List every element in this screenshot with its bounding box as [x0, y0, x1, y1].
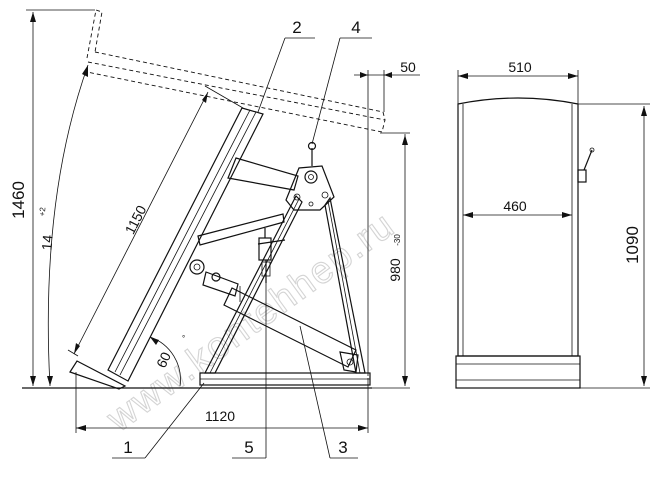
dimension-hinge-height-tolerance: -30 — [393, 234, 402, 246]
watermark-text: www.kontehhep.ru — [99, 204, 403, 441]
hydraulic-cylinder — [189, 259, 359, 373]
dimension-hinge-height: 980 -30 — [372, 132, 410, 389]
leader-item-5: 5 — [232, 283, 267, 459]
dimension-overall-height-label: 1460 — [9, 181, 28, 219]
dimension-side-height: 1090 — [578, 103, 650, 389]
dimension-hinge-height-label: 980 — [387, 258, 403, 282]
label-item-4: 4 — [351, 18, 360, 37]
dimension-tilt-angle-tolerance: +2 — [38, 206, 48, 216]
dimension-tilt-angle-label: 14 — [38, 234, 55, 251]
watermark: www.kontehhep.ru — [98, 203, 403, 441]
hand-pump — [257, 228, 286, 283]
dimension-overall-height: 1460 — [9, 9, 95, 386]
hinge-plate — [285, 165, 335, 211]
leader-item-1: 1 — [112, 382, 205, 459]
label-item-1: 1 — [123, 438, 132, 457]
dimension-bed-length: 1150 — [67, 85, 244, 357]
dimension-base-angle-label: 60 — [153, 349, 174, 370]
leader-item-3: 3 — [299, 325, 358, 459]
dimension-overhang-label: 50 — [400, 59, 416, 75]
raised-position-outline — [86, 9, 386, 133]
dimension-tilt-angle: 14 +2 — [38, 64, 89, 387]
dimension-bed-length-label: 1150 — [122, 202, 150, 236]
label-item-2: 2 — [292, 18, 301, 37]
label-item-3: 3 — [338, 438, 347, 457]
dimension-side-height-label: 1090 — [623, 226, 642, 264]
dimension-side-width-inner: 460 — [463, 198, 572, 218]
svg-text:°: ° — [182, 334, 185, 343]
leader-item-4: 4 — [311, 18, 372, 145]
dimension-base-length: 1120 — [75, 372, 369, 433]
dimension-base-angle: 60 ° — [149, 334, 185, 387]
a-frame — [204, 194, 366, 374]
dimension-overhang: 50 — [354, 59, 420, 376]
label-item-5: 5 — [244, 438, 253, 457]
eyebolt — [307, 141, 317, 166]
dimension-side-width-top-label: 510 — [508, 59, 532, 75]
dimension-base-length-label: 1120 — [205, 408, 235, 424]
base-frame — [199, 372, 371, 386]
dimension-side-width-inner-label: 460 — [503, 198, 527, 214]
dimension-side-width-top: 510 — [457, 59, 579, 104]
tilting-bed — [69, 107, 299, 390]
side-view — [455, 97, 595, 389]
leader-item-2: 2 — [257, 18, 315, 113]
